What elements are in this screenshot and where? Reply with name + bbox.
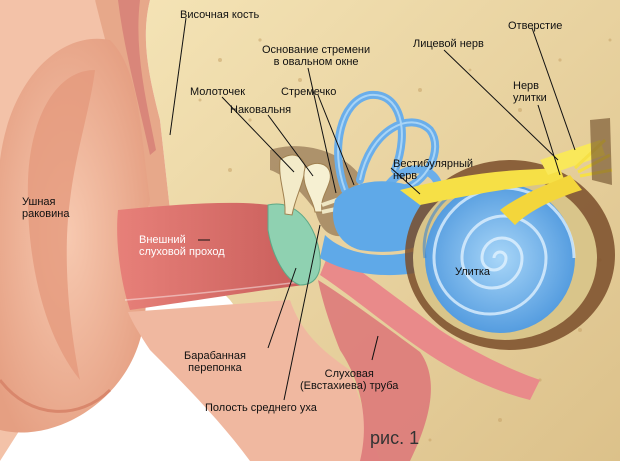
label-eardrum: Барабанная перепонка: [184, 350, 246, 374]
cochlear-nerve-shape: [500, 175, 582, 225]
vestibular-nerve-shape: [400, 168, 565, 205]
eustachian-tube-shape: [320, 250, 540, 400]
label-facial-nerve: Лицевой нерв: [413, 38, 484, 50]
label-external-canal: Внешний слуховой проход: [139, 234, 225, 258]
label-malleus: Молоточек: [190, 86, 246, 98]
cochlea-spiral: [432, 186, 576, 316]
label-incus: Наковальня: [230, 104, 292, 116]
label-stapes-base: Основание стремени в овальном окне: [262, 44, 371, 68]
facial-nerve-shape: [540, 140, 605, 175]
label-vestibular-nerve: Вестибулярный нерв: [393, 158, 474, 182]
incus-shape: [303, 162, 331, 213]
external-canal-shape: [117, 202, 306, 310]
label-middle-ear-cavity: Полость среднего уха: [205, 402, 317, 414]
label-stapes: Стремечко: [281, 86, 337, 98]
label-cochlea: Улитка: [455, 266, 491, 278]
label-temporal-bone: Височная кость: [180, 9, 260, 21]
label-opening: Отверстие: [508, 20, 563, 32]
cochlea-shape: [425, 183, 575, 333]
label-cochlear-nerve: Нерв улитки: [513, 80, 547, 104]
label-auricle: Ушная раковина: [22, 196, 70, 220]
eardrum-shape: [267, 203, 321, 286]
figure-caption: рис. 1: [370, 428, 420, 448]
label-eustachian-tube: Слуховая (Евстахиева) труба: [300, 368, 399, 392]
